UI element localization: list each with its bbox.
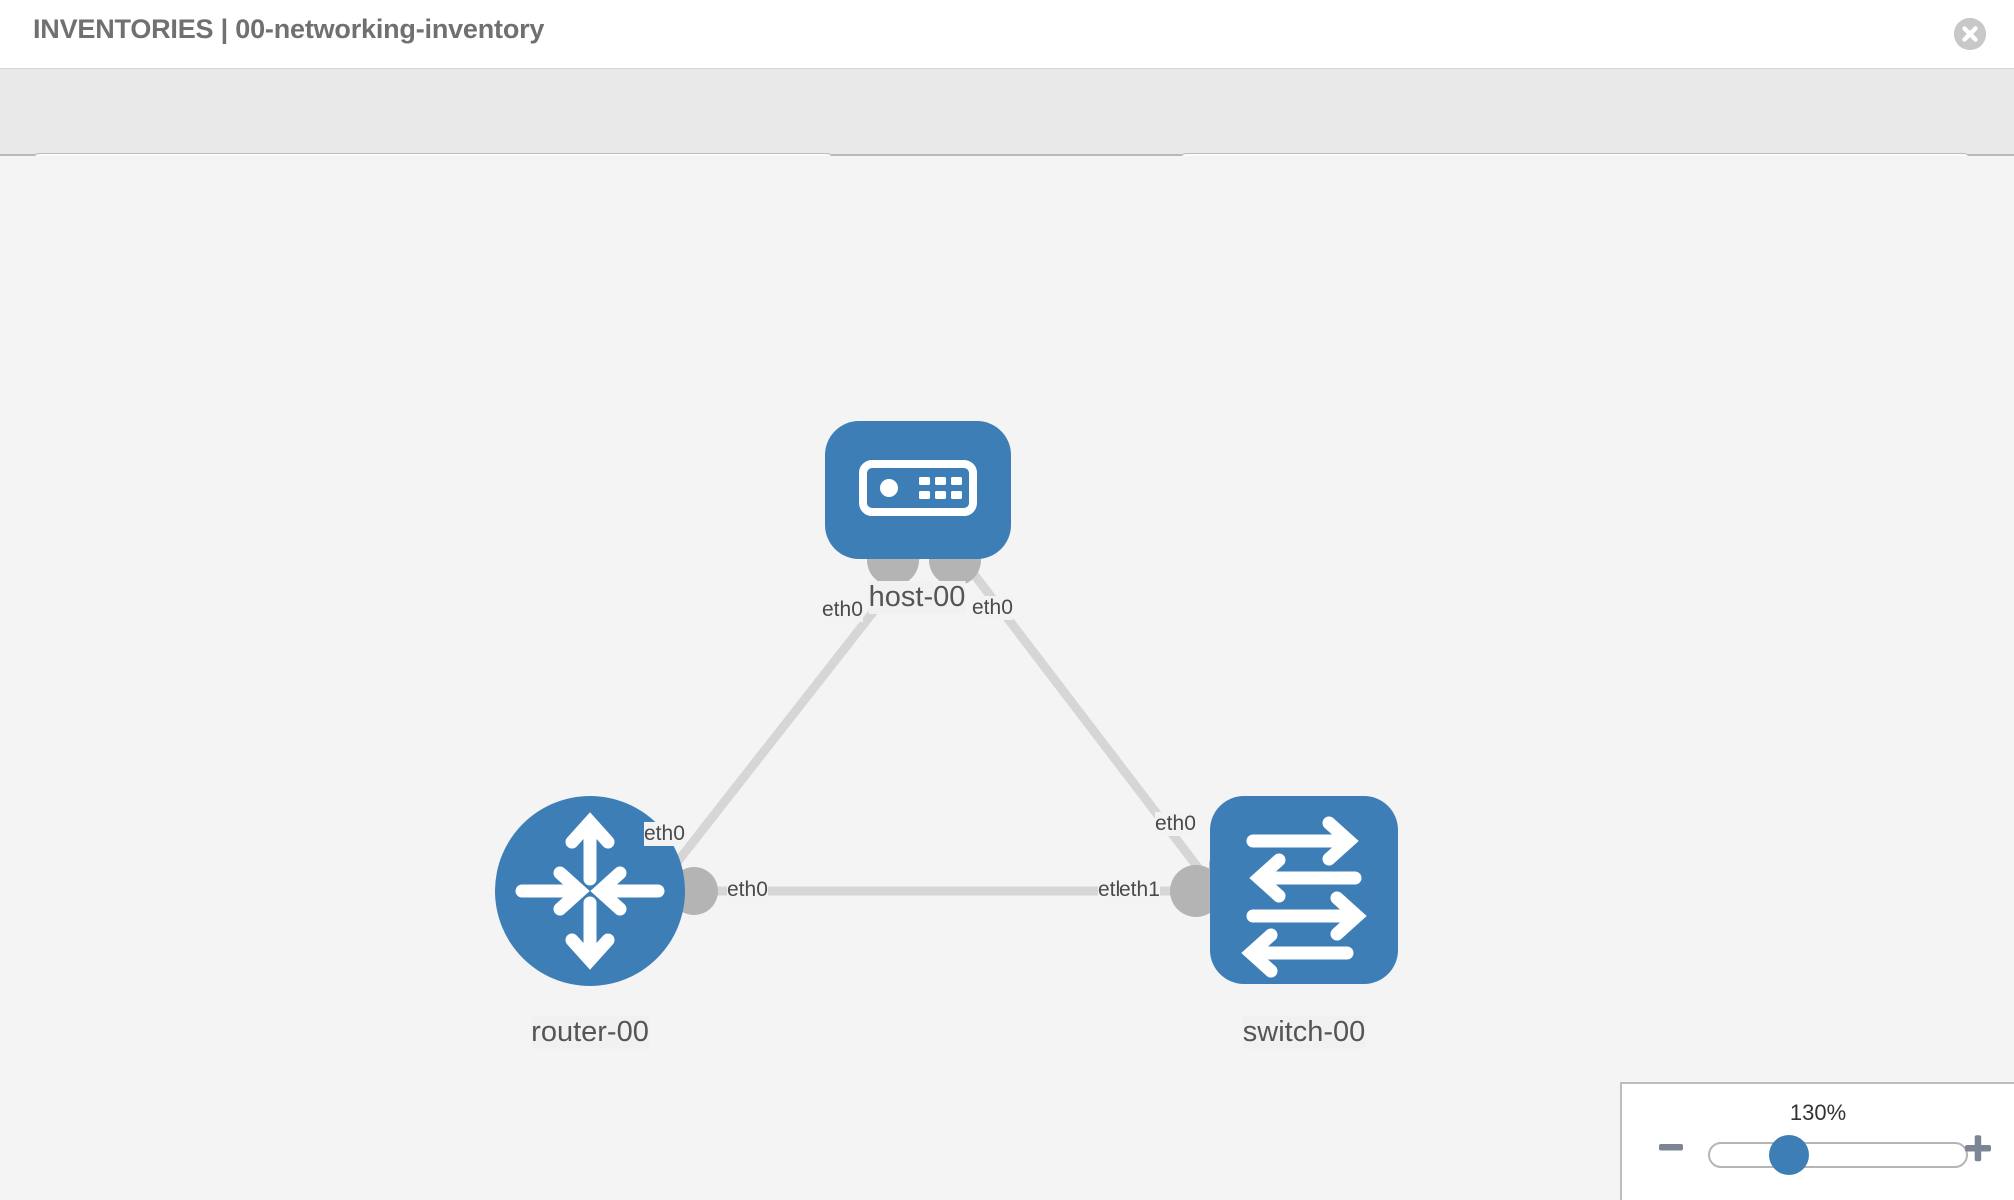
server-icon (859, 460, 977, 516)
zoom-level-value: 130% (1789, 1100, 1847, 1125)
interface-label: eth0 (727, 878, 768, 902)
interface-label: eth0 (972, 596, 1013, 620)
node-label-host-00: host-00 (868, 581, 966, 614)
close-icon[interactable] (1954, 18, 1986, 50)
plus-icon (1965, 1135, 1991, 1162)
minus-icon (1659, 1144, 1683, 1151)
zoom-slider-track[interactable] (1708, 1142, 1968, 1168)
topology-graph (495, 421, 1398, 986)
interface-marker[interactable] (1170, 865, 1222, 917)
interface-label: eth0 (1155, 812, 1196, 836)
node-router-00-shape[interactable] (495, 796, 685, 986)
topology-canvas[interactable]: host-00 router-00 switch-00 eth0 eth0 et… (0, 156, 2014, 1200)
zoom-slider-thumb[interactable] (1769, 1135, 1809, 1175)
zoom-in-button[interactable] (1964, 1134, 1992, 1167)
node-label-switch-00: switch-00 (1242, 1016, 1366, 1049)
interface-label: eth0 (822, 598, 863, 622)
interface-label: eth0 (644, 822, 685, 846)
switch-arrows-icon (1241, 816, 1367, 978)
node-label-router-00: router-00 (531, 1016, 649, 1049)
node-host-00[interactable] (825, 421, 1011, 559)
toolbar: ACTIONS SEARC (0, 68, 2014, 209)
node-host-00-shape[interactable] (825, 421, 1011, 559)
router-arrows-icon (515, 812, 665, 970)
topology-interfaces (670, 534, 1261, 917)
interface-label: eth1 (1119, 878, 1160, 902)
zoom-out-button[interactable] (1658, 1134, 1684, 1165)
page-title: INVENTORIES | 00-networking-inventory (33, 14, 545, 44)
node-switch-00[interactable] (1210, 796, 1398, 984)
node-router-00[interactable] (495, 796, 685, 986)
link-host-router[interactable] (631, 553, 921, 919)
page-header: INVENTORIES | 00-networking-inventory (0, 0, 2014, 68)
zoom-control-panel: 130% (1620, 1082, 2014, 1200)
